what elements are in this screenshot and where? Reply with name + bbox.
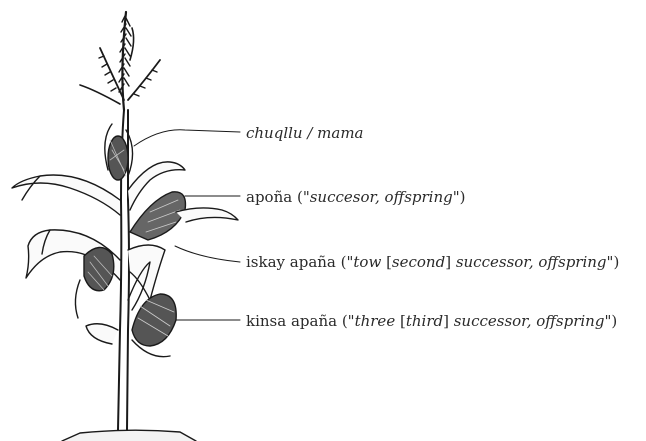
label-third-suffix: ") <box>607 253 620 271</box>
label-top-italic: chuqllu / mama <box>246 124 364 142</box>
label-third-prefix: iskay apaña (" <box>246 253 353 271</box>
ear-fourth <box>132 294 176 357</box>
label-fourth-suffix: ") <box>604 312 617 330</box>
label-fourth-prefix: kinsa apaña (" <box>246 312 355 330</box>
leaf-middle-right <box>128 245 165 300</box>
label-fourth-mid1: [ <box>395 312 406 330</box>
ground-mound <box>62 430 196 441</box>
label-fourth-italic3: successor, offspring <box>454 312 605 330</box>
label-fourth-italic1: three <box>355 312 396 330</box>
label-chuqllu-mama: chuqllu / mama <box>246 124 364 142</box>
leaf-lower-left <box>86 324 118 344</box>
ear-second <box>130 192 238 240</box>
label-second-suffix: ) <box>460 188 466 206</box>
label-iskay-apana: iskay apaña ("tow [second] successor, of… <box>246 253 619 271</box>
tassel <box>80 12 160 110</box>
label-kinsa-apana: kinsa apaña ("three [third] successor, o… <box>246 312 617 330</box>
leader-line-1 <box>134 130 240 146</box>
label-apona: apoña ("succesor, offspring") <box>246 188 465 206</box>
label-third-italic1: tow <box>353 253 381 271</box>
label-third-mid1: [ <box>381 253 392 271</box>
label-second-prefix: apoña ( <box>246 188 303 206</box>
label-third-italic3: successor, offspring <box>456 253 607 271</box>
leaf-upper-left <box>12 175 120 215</box>
leader-line-3 <box>175 246 240 262</box>
ear-third <box>75 247 113 318</box>
label-third-italic2: second <box>392 253 445 271</box>
label-fourth-italic2: third <box>406 312 443 330</box>
label-fourth-mid2: ] <box>443 312 454 330</box>
label-third-mid2: ] <box>445 253 456 271</box>
label-second-italic: "succesor, offspring" <box>303 188 460 206</box>
